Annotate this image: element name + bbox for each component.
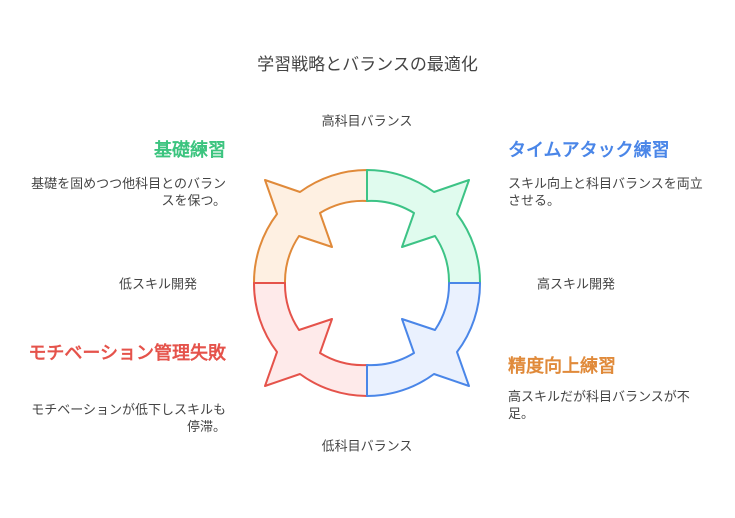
quadrant-title-bottom-right: 精度向上練習: [508, 356, 616, 377]
axis-label-left: 低スキル開発: [118, 277, 198, 293]
axis-label-right: 高スキル開発: [536, 277, 616, 293]
quadrant-desc-top-left: 基礎を固めつつ他科目とのバランスを保つ。: [31, 177, 226, 209]
quadrant-desc-top-right: スキル向上と科目バランスを両立させる。: [508, 177, 703, 209]
quadrant-desc-bottom-left: モチベーションが低下しスキルも停滞。: [31, 403, 226, 435]
quadrant-title-bottom-left: モチベーション管理失敗: [28, 343, 226, 364]
diagram-title: 学習戦略とバランスの最適化: [257, 55, 478, 75]
axis-label-bottom: 低科目バランス: [321, 439, 413, 455]
quadrant-title-top-left: 基礎練習: [154, 140, 226, 161]
quadrant-shape-top-left: [252, 169, 368, 284]
quadrant-shape-top-right: [366, 169, 482, 284]
axis-label-top: 高科目バランス: [321, 114, 413, 130]
quadrant-desc-bottom-right: 高スキルだが科目バランスが不足。: [508, 390, 690, 422]
quadrant-shape-bottom-right: [366, 282, 482, 397]
quadrant-shape-bottom-left: [252, 282, 368, 397]
quadrant-title-top-right: タイムアタック練習: [508, 140, 670, 161]
